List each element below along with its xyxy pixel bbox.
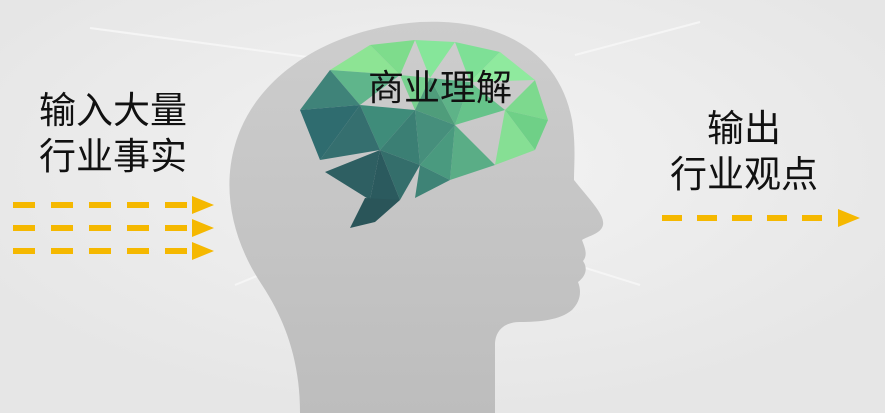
input-label-line2: 行业事实 [39,135,187,178]
brain-facet [450,125,495,180]
output-label-line2: 行业观点 [670,153,818,196]
brain-facet [380,110,420,165]
brain-facet [320,105,380,160]
brain-facet [370,150,400,200]
brain-facet [400,75,430,110]
brain-facet [330,70,400,105]
brain-facet [300,70,360,110]
brain-facet [415,110,455,165]
input-arrows [13,196,214,260]
brain-facet [455,82,505,125]
brain-facet [495,110,535,165]
brain-facet [470,52,535,82]
brain-facet [325,150,380,200]
brain-facet [505,80,548,120]
brain-label: 商业理解 [367,68,512,109]
input-label: 输入大量 行业事实 [18,88,208,180]
brain-facet [415,165,450,198]
brain-facet [455,42,500,82]
brain-facet [415,40,455,78]
input-label-line1: 输入大量 [39,89,187,132]
input-arrow-row [13,242,214,260]
output-label-line1: 输出 [707,107,781,150]
brain-facet [360,105,415,150]
brain-facet [380,150,420,200]
brain-facet [370,40,415,75]
output-label: 输出 行业观点 [654,106,834,198]
brain-facet [505,110,548,150]
brain-facet [415,78,455,125]
output-arrow [662,209,860,227]
brain-facet [420,125,455,180]
brain-facet [300,105,360,160]
brain-facet [430,78,470,125]
input-arrow-row [13,219,214,237]
brain-stem [350,198,400,228]
input-arrow-row [13,196,214,214]
brain-facet [330,45,400,75]
brain-graphic [300,40,548,228]
